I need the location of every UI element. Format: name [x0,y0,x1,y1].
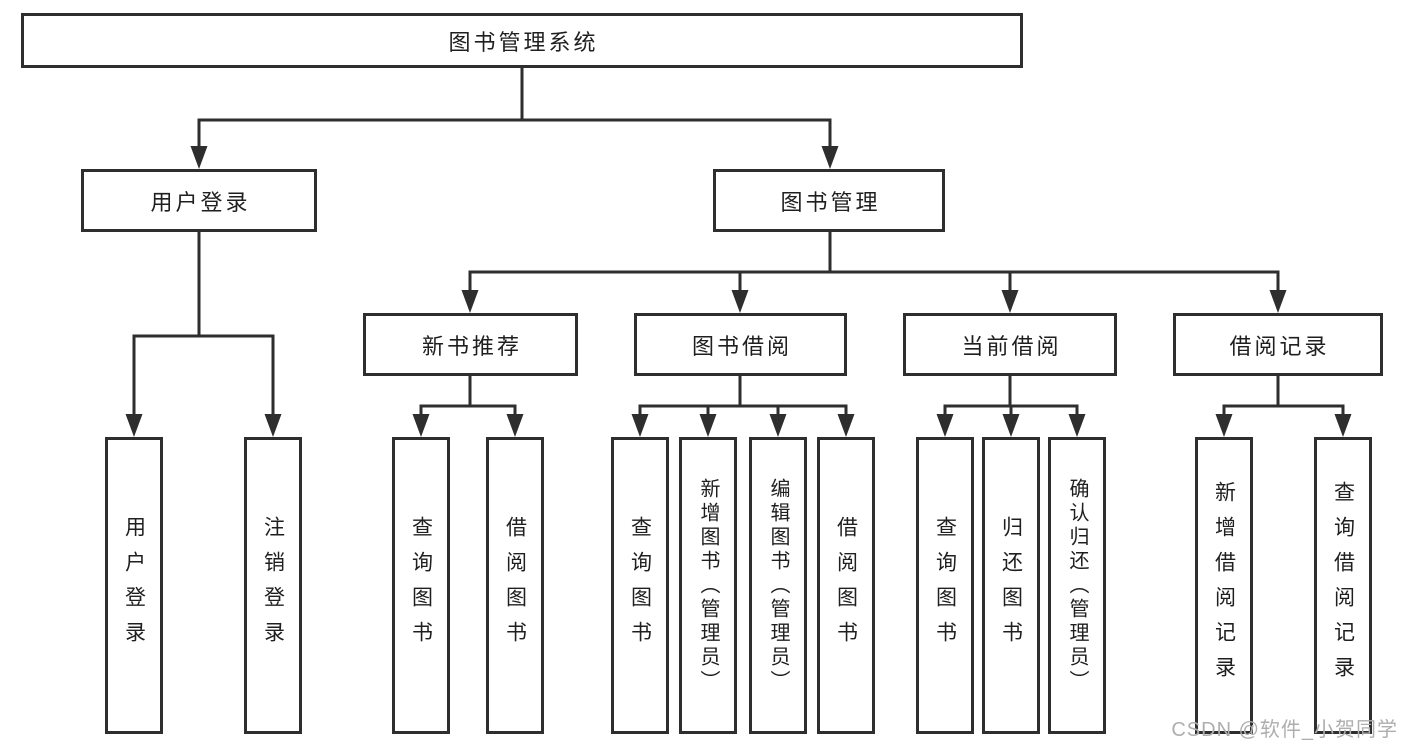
csdn-watermark: CSDN @软件_小贺同学 [1171,719,1398,741]
leaf-return-book: 归还图书 [982,437,1040,734]
node-system-root: 图书管理系统 [21,13,1023,68]
leaf-logout: 注销登录 [244,437,302,734]
leaf-confirm-return-admin: 确认归还（管理员） [1048,437,1106,734]
node-user-login: 用户登录 [81,169,317,232]
leaf-add-borrow-record: 新增借阅记录 [1195,437,1253,734]
leaf-borrow-borrow-book: 借阅图书 [817,437,875,734]
node-new-book-recommend: 新书推荐 [363,313,578,376]
leaf-edit-book-admin: 编辑图书（管理员） [749,437,807,734]
node-current-borrow: 当前借阅 [903,313,1117,376]
leaf-user-login: 用户登录 [105,437,163,734]
arrowhead-icons [125,146,1352,437]
leaf-recommend-borrow-book: 借阅图书 [486,437,544,734]
leaf-query-borrow-record: 查询借阅记录 [1314,437,1372,734]
leaf-current-query-book: 查询图书 [916,437,974,734]
leaf-add-book-admin: 新增图书（管理员） [679,437,737,734]
leaf-recommend-query-book: 查询图书 [392,437,450,734]
node-book-management: 图书管理 [713,169,945,232]
node-book-borrow: 图书借阅 [634,313,847,376]
leaf-borrow-query-book: 查询图书 [611,437,669,734]
node-borrow-record: 借阅记录 [1173,313,1383,376]
